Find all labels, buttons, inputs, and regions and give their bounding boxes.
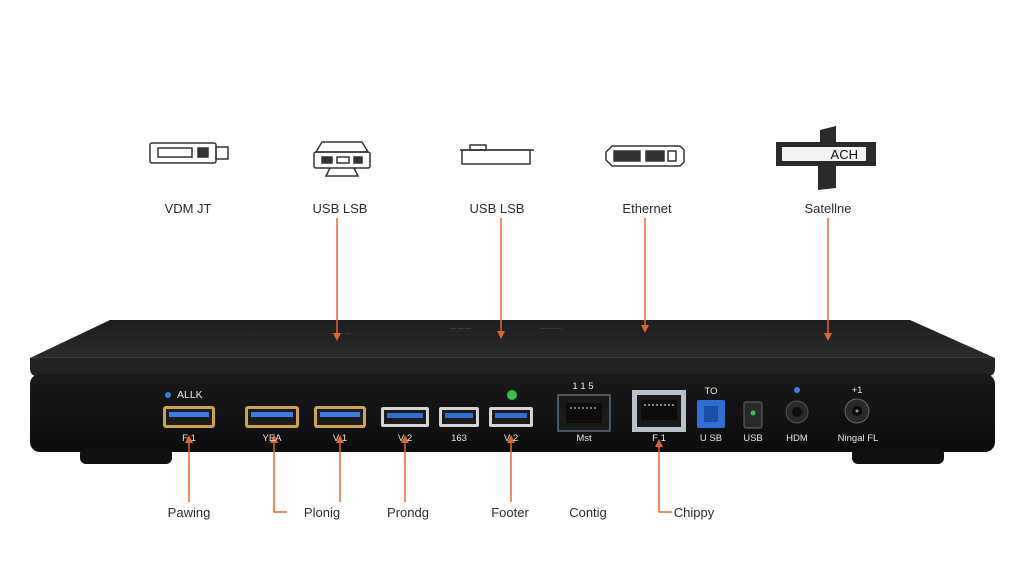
satellite-icon-text: ACH — [831, 147, 858, 162]
label-usb-1: USB LSB — [312, 201, 368, 216]
svg-text:— — —: — — — — [330, 331, 351, 337]
bottom-label-1: Pawing — [167, 505, 211, 520]
label-ethernet: Ethernet — [622, 201, 672, 216]
device-badge: ALLK — [177, 389, 203, 401]
bottom-label-5: Contig — [569, 505, 607, 520]
usb-port-1 — [381, 407, 429, 427]
bottom-label-4: Footer — [491, 505, 529, 520]
svg-text:— — —: — — — — [540, 326, 561, 332]
callout-hdmi-3 — [336, 435, 344, 502]
satellite-connector-icon: ACH — [776, 126, 876, 190]
port-label-10: USB — [743, 433, 763, 444]
port-label-4: V 2 — [397, 433, 413, 444]
hdmi-port-1 — [163, 406, 215, 428]
status-led — [507, 390, 517, 400]
arrow-satellite — [824, 218, 832, 341]
callout-rj45 — [655, 439, 672, 513]
port-label-3: V 1 — [332, 433, 348, 444]
label-vdm: VDM JT — [164, 201, 212, 216]
barrel-jack — [844, 398, 870, 424]
port-top-rj45: 1 1 5 — [572, 381, 594, 392]
label-satellite: Satellne — [804, 201, 852, 216]
arrow-usb-2 — [497, 218, 505, 339]
label-usb-2: USB LSB — [469, 201, 525, 216]
rj45-port-2 — [632, 390, 686, 432]
port-label-11: HDM — [786, 433, 808, 444]
power-led — [794, 387, 800, 393]
callout-hdmi-1 — [185, 435, 193, 502]
svg-text:— — —: — — — — [450, 326, 471, 332]
callout-usb — [401, 435, 409, 502]
port-label-12: Ningal FL — [837, 433, 879, 444]
callout-usb-3 — [507, 435, 515, 502]
port-label-5: 163 — [451, 433, 467, 444]
hdmi-port-2 — [245, 406, 299, 428]
port-label-6: V 2 — [503, 433, 519, 444]
vdm-connector-icon — [149, 142, 229, 164]
hdmi-port-3 — [314, 406, 366, 428]
bottom-label-6: Chippy — [673, 505, 715, 520]
arrow-usb-1 — [333, 218, 341, 341]
port-label-1: F 1 — [182, 433, 196, 444]
port-top-barrel: +1 — [851, 385, 863, 396]
port-top-usb-blue: TO — [704, 386, 718, 397]
round-port — [785, 400, 809, 424]
port-label-2: YEA — [262, 433, 282, 444]
usb-port-3 — [489, 407, 533, 427]
callout-hdmi-2 — [270, 435, 287, 513]
badge-led — [165, 392, 171, 398]
port-label-7: Mst — [576, 433, 592, 444]
bottom-label-3: Prondg — [387, 505, 429, 520]
port-label-8: F 1 — [652, 433, 666, 444]
usb-blue-port — [697, 400, 725, 428]
usb-port-2 — [439, 407, 479, 427]
port-label-9: U SB — [699, 433, 723, 444]
bottom-label-2: Plonig — [303, 505, 341, 520]
rj45-port-1 — [557, 394, 611, 432]
usb-c-port — [743, 401, 763, 429]
usb-device-icon — [313, 141, 371, 177]
arrow-ethernet — [641, 218, 649, 333]
usb-cable-icon — [460, 144, 534, 165]
ethernet-cable-icon — [605, 145, 685, 167]
